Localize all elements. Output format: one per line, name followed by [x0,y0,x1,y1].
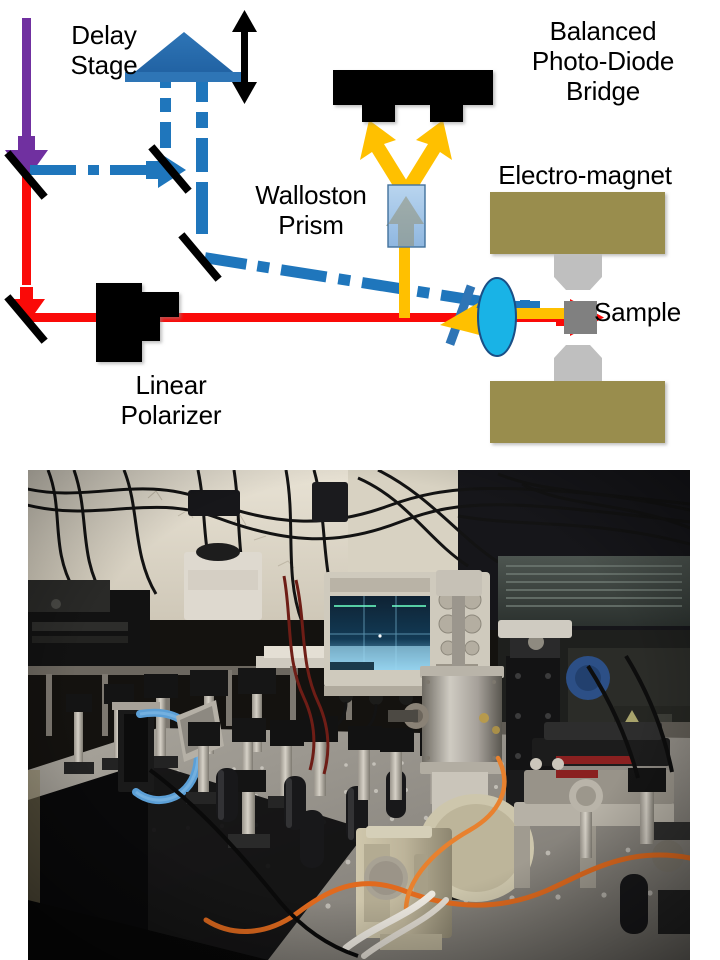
label-wollaston-prism: Walloston Prism [255,180,367,240]
photograph-canvas [28,470,690,960]
balanced-photodiode-bridge [333,70,493,122]
mirror-delay-input [148,144,192,194]
label-balanced-photodiode-bridge: Balanced Photo-Diode Bridge [531,16,675,106]
input-beam-purple [5,18,48,180]
focusing-lens [477,277,517,357]
label-sample: Sample [594,297,681,327]
sample-block [564,301,597,334]
electro-magnet-lower-yoke [490,381,665,443]
diagram-canvas [4,10,665,443]
mirror-bottom-left [4,294,48,344]
label-linear-polarizer: Linear Polarizer [120,370,222,430]
electro-magnet [490,192,665,443]
pole-piece-upper [554,254,602,290]
electro-magnet-upper-yoke [490,192,665,254]
pole-piece-lower [554,345,602,381]
delay-stage-retroreflector [125,32,243,82]
delay-stage-travel-arrow [232,10,257,104]
label-electro-magnet: Electro-magnet [498,160,672,190]
mirror-mid [178,232,222,282]
label-delay-stage: Delay Stage [70,20,138,80]
lab-photograph [28,470,690,960]
mirrors-group [4,144,222,344]
optical-setup-diagram: Delay Stage Walloston Prism Balanced Pho… [0,0,720,462]
linear-polarizer [96,283,179,362]
mirror-top-left [4,150,48,200]
wollaston-prism [387,184,426,248]
